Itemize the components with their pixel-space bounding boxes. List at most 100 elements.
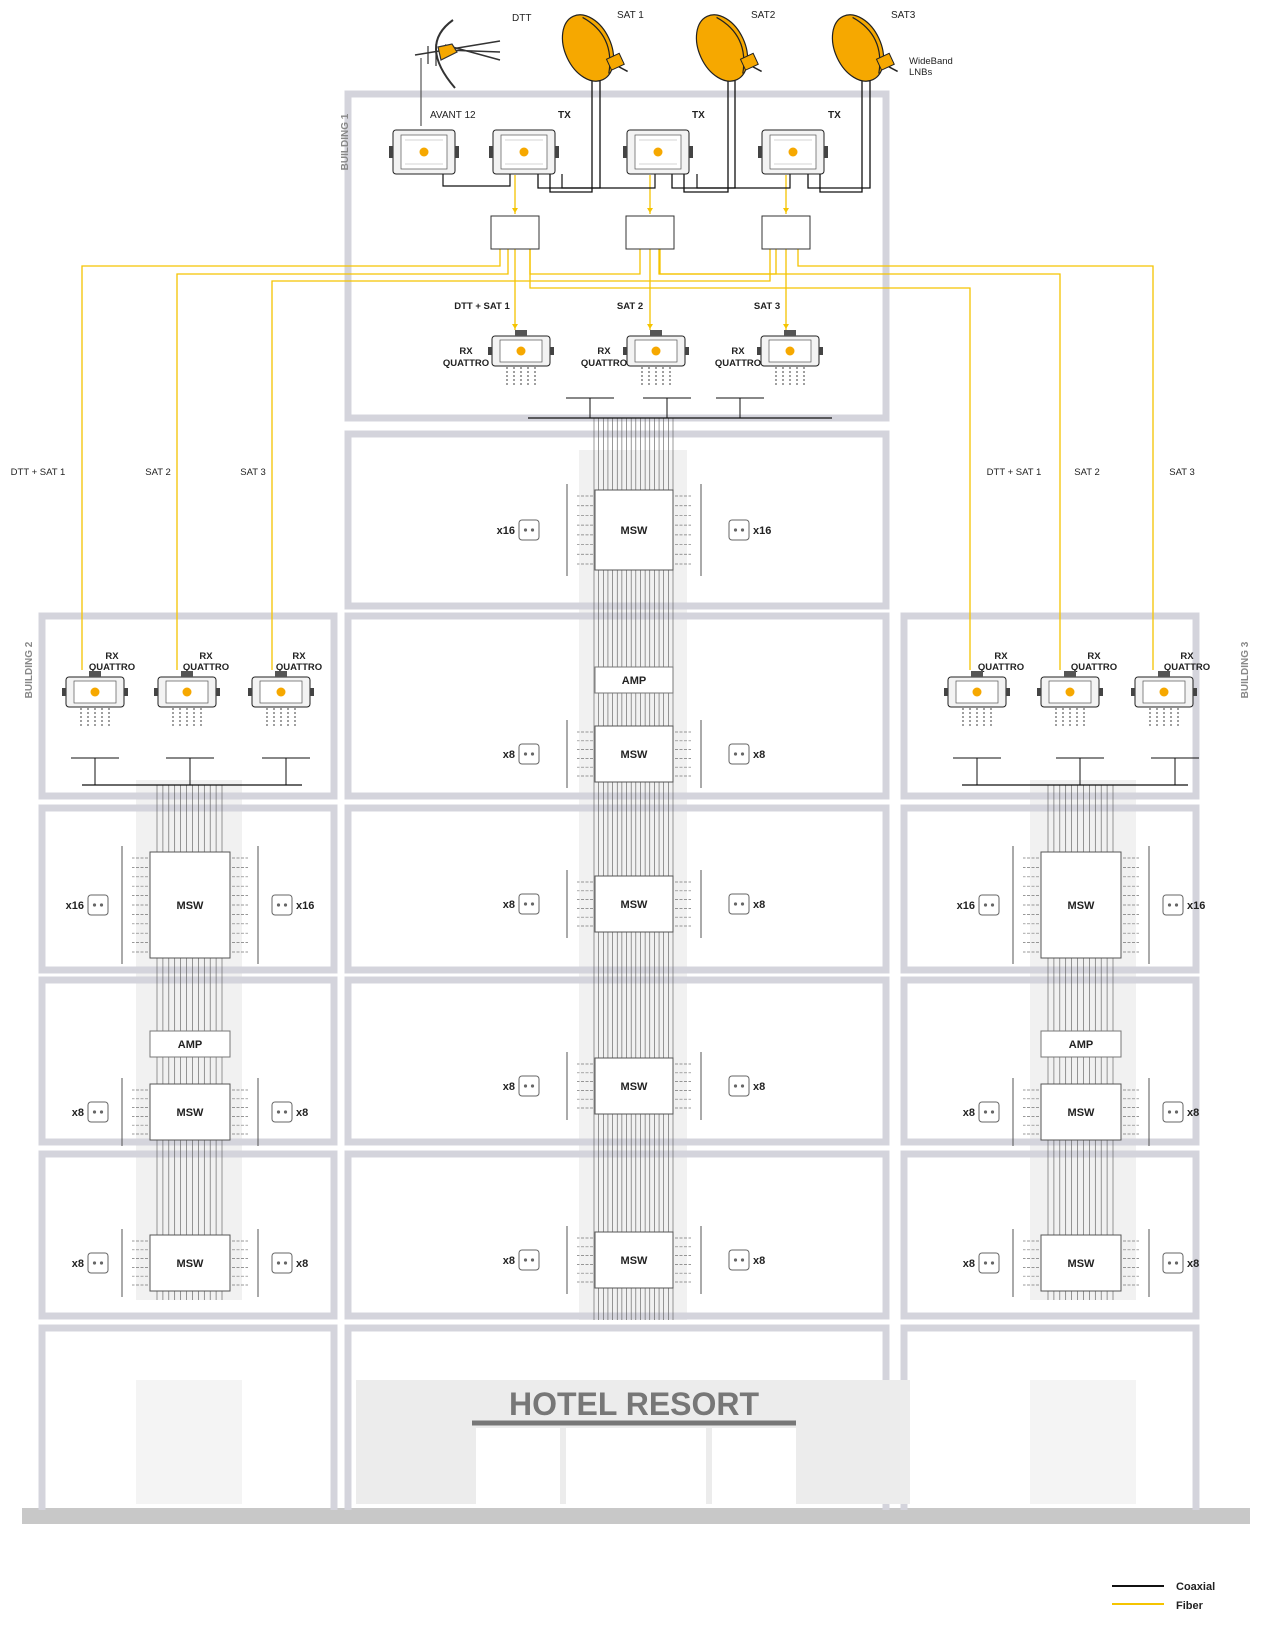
msw-b1-floor3-socket-left [518,893,540,915]
msw-b1-floor1 [594,489,674,571]
rx-label-b2-3a: RX [292,651,306,662]
msw-b3-floor1-socket-right [1162,894,1184,916]
rx-label-b3-1b: QUATTRO [978,662,1024,673]
feed-label-b2-sat3: SAT 3 [240,467,266,478]
msw-b3-floor2-socket-right [1162,1101,1184,1123]
rx-label-b1-1a: RX [459,346,473,357]
fiber-splitter-1 [490,215,540,250]
sat3-dish [831,14,898,82]
building-1-label: BUILDING 1 [340,113,351,170]
rx-label-b2-1a: RX [105,651,119,662]
floor-frame [900,612,1200,800]
floor-frame [900,804,1200,974]
msw-b1-floor3-socket-right [728,893,750,915]
msw-b1-floor3-count-left: x8 [503,899,515,911]
feed-label-b1-sat3: SAT 3 [754,301,780,312]
rx-quattro-b3-1 [943,670,1011,708]
rx-label-b1-1b: QUATTRO [443,358,489,369]
rx-label-b2-1b: QUATTRO [89,662,135,673]
msw-b1-floor5-count-left: x8 [503,1255,515,1267]
msw-b1-floor4-socket-left [518,1075,540,1097]
msw-b1-floor4-socket-right [728,1075,750,1097]
feed-label-b2-dtt-sat1: DTT + SAT 1 [11,467,66,478]
headend-units [388,129,829,175]
msw-b2-floor1-socket-right [271,894,293,916]
legend-fiber: Fiber [1176,1600,1204,1612]
floor-frame [38,976,338,1146]
feed-label-b1-sat2: SAT 2 [617,301,643,312]
msw-b2-floor1 [149,851,231,959]
msw-b3-floor3-count-right: x8 [1187,1258,1199,1270]
fiber-splitter-2 [625,215,675,250]
satellite-dishes [561,14,898,82]
rx-label-b2-2a: RX [199,651,213,662]
rx-label-b1-2b: QUATTRO [581,358,627,369]
msw-b2-floor3-count-left: x8 [72,1258,84,1270]
feed-label-b1-dtt-sat1: DTT + SAT 1 [454,301,510,312]
msw-b3-floor2-count-left: x8 [963,1107,975,1119]
tx-label-2: TX [692,110,705,121]
sat2-dish [695,14,762,82]
msw-b2-floor2-label: MSW [177,1107,205,1119]
tx-label-1: TX [558,110,571,121]
amp-b1-label: AMP [622,675,646,687]
msw-b2-floor1-label: MSW [177,900,205,912]
sat2-label: SAT2 [751,10,776,21]
msw-b2-floor2-socket-left [87,1101,109,1123]
rx-label-b2-3b: QUATTRO [276,662,322,673]
floor-frame [38,804,338,974]
msw-b1-floor2 [594,725,674,783]
msw-b1-floor4 [594,1057,674,1115]
tx-unit-2 [622,129,694,175]
msw-b1-floor3-count-right: x8 [753,899,765,911]
msw-b2-floor3-socket-left [87,1252,109,1274]
fiber-splitter-3 [761,215,811,250]
legend-coaxial: Coaxial [1176,1581,1215,1593]
msw-b1-floor5-socket-right [728,1249,750,1271]
rx-label-b3-3b: QUATTRO [1164,662,1210,673]
floor-frame [900,1150,1200,1320]
avant-12-unit [388,129,460,175]
amp-b2-label: AMP [178,1039,202,1051]
rx-label-b1-3a: RX [731,346,745,357]
msw-b3-floor3-socket-left [978,1252,1000,1274]
msw-b3-floor1 [1040,851,1122,959]
msw-b3-floor2-socket-left [978,1101,1000,1123]
msw-b1-floor5-count-right: x8 [753,1255,765,1267]
msw-b1-floor1-socket-right [728,519,750,541]
msw-b2-floor1-count-right: x16 [296,900,314,912]
lnbs-label: LNBs [909,67,932,78]
rx-label-b3-1a: RX [994,651,1008,662]
rx-label-b1-2a: RX [597,346,611,357]
floor-frame [38,1150,338,1320]
rx-quattro-b2-2 [153,670,221,708]
msw-b1-floor5-socket-left [518,1249,540,1271]
msw-b1-floor5-label: MSW [621,1255,649,1267]
msw-b2-floor2-count-right: x8 [296,1107,308,1119]
amp-b3 [1040,1030,1122,1058]
msw-b1-floor2-socket-right [728,743,750,765]
feed-label-b3-sat3: SAT 3 [1169,467,1195,478]
rx-quattro-b1-2 [622,329,690,367]
avant-12-label: AVANT 12 [430,110,476,121]
msw-b3-floor2-label: MSW [1068,1107,1096,1119]
tx-unit-1 [488,129,560,175]
dtt-antenna [414,19,501,115]
amp-b3-label: AMP [1069,1039,1093,1051]
hotel-entrance [356,1380,910,1504]
msw-b2-floor2-socket-right [271,1101,293,1123]
rx-label-b2-2b: QUATTRO [183,662,229,673]
rx-label-b1-3b: QUATTRO [715,358,761,369]
floor-frame [900,976,1200,1146]
msw-b2-floor2-count-left: x8 [72,1107,84,1119]
rx-quattro-b1-3 [756,329,824,367]
msw-b1-floor2-count-right: x8 [753,749,765,761]
feed-label-b3-dtt-sat1: DTT + SAT 1 [987,467,1042,478]
msw-b1-floor4-label: MSW [621,1081,649,1093]
msw-b2-floor1-count-left: x16 [66,900,84,912]
tx-unit-3 [757,129,829,175]
rx-quattro-b3-3 [1130,670,1198,708]
amp-b1 [594,666,674,694]
